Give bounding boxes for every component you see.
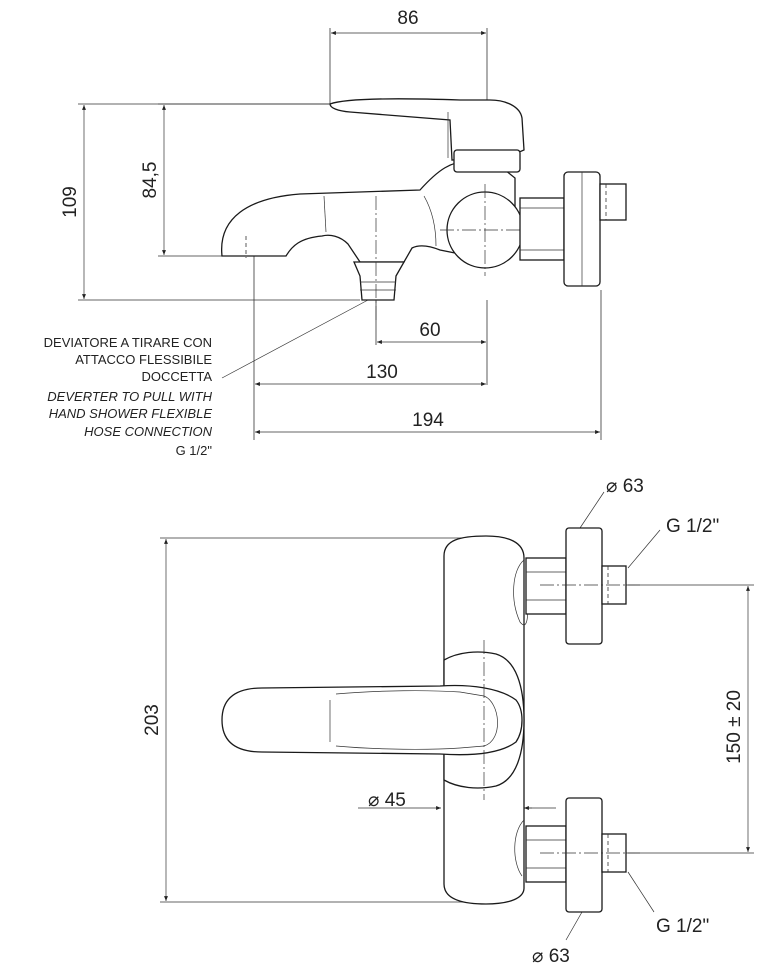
- note-it-line1: DEVIATORE A TIRARE CON: [44, 335, 212, 350]
- dim-body-height: 203: [142, 704, 163, 736]
- dim-top-width: 86: [397, 8, 418, 29]
- label-inlet-top: G 1/2": [666, 516, 719, 537]
- note-thread: G 1/2": [176, 443, 213, 458]
- dim-center-distance: 150 ± 20: [724, 690, 745, 764]
- label-inlet-bottom: G 1/2": [656, 916, 709, 937]
- dim-body-diameter: ⌀ 45: [368, 790, 406, 811]
- side-view: 86 109 84,5 60 130 194: [60, 8, 627, 440]
- dim-spout-length: 130: [366, 362, 398, 383]
- note-it-line2: ATTACCO FLESSIBILE: [75, 352, 212, 367]
- dim-flange-top: ⌀ 63: [606, 476, 644, 497]
- note-it-line3: DOCCETTA: [141, 369, 212, 384]
- note-en-line2: HAND SHOWER FLEXIBLE: [49, 406, 213, 421]
- dim-overall-height: 109: [60, 186, 81, 218]
- dim-diverter-offset: 60: [419, 320, 440, 341]
- dim-overall-length: 194: [412, 410, 444, 431]
- diverter-note: DEVIATORE A TIRARE CON ATTACCO FLESSIBIL…: [44, 335, 213, 458]
- dim-flange-bottom: ⌀ 63: [532, 946, 570, 967]
- dim-spout-height: 84,5: [140, 162, 161, 199]
- note-en-line1: DEVERTER TO PULL WITH: [47, 389, 212, 404]
- note-en-line3: HOSE CONNECTION: [84, 424, 212, 439]
- front-view: 203 150 ± 20 ⌀ 45 ⌀ 63 ⌀ 63 G 1/2" G 1/2…: [142, 476, 754, 967]
